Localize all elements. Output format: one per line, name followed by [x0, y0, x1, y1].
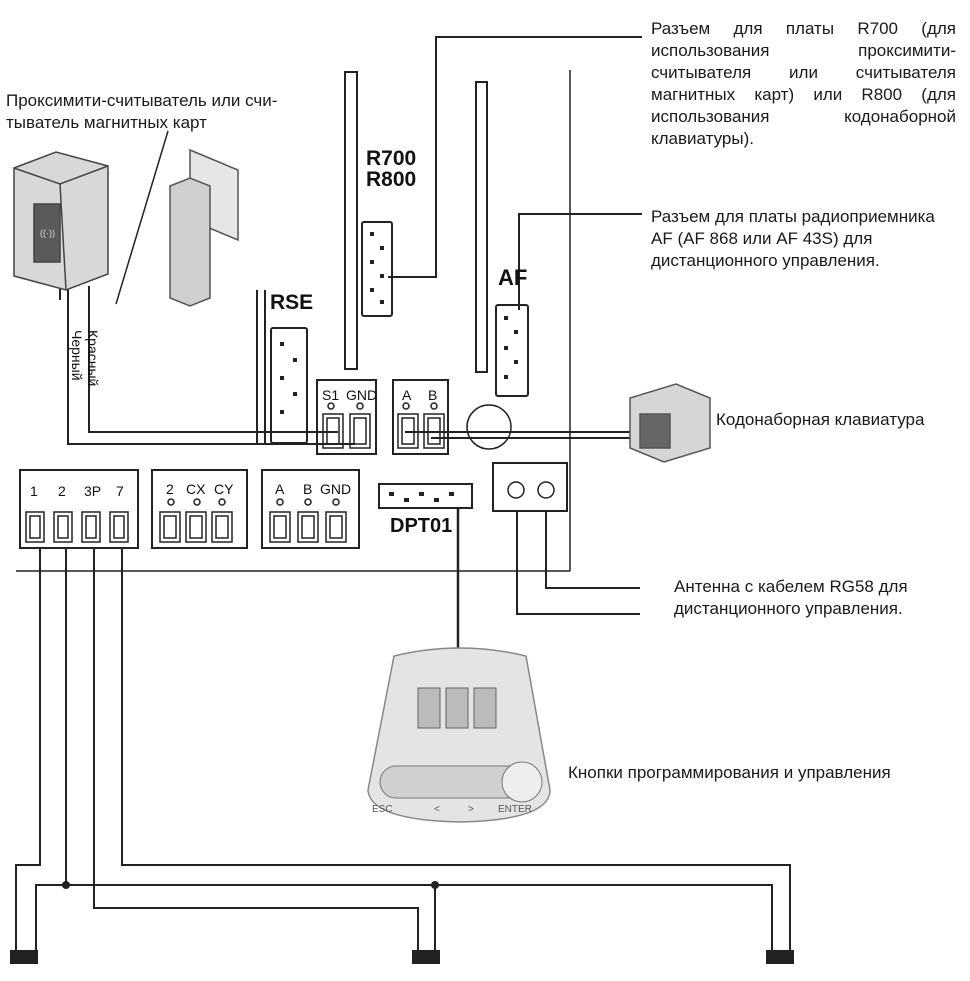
callout-line: Антенна с кабелем RG58 для: [674, 577, 908, 596]
callout-line: тыватель магнитных карт: [6, 113, 207, 132]
callout-line: считывателя или считывателя: [651, 63, 956, 82]
svg-text:((·)): ((·)): [40, 228, 55, 238]
af-connector-callout: Разъем для платы радиоприемника AF (AF 8…: [651, 206, 935, 272]
terminal-label: CX: [186, 481, 206, 497]
terminal-label: 2: [58, 483, 66, 499]
terminal-label: 1: [30, 483, 38, 499]
terminal-label: B: [428, 387, 437, 403]
callout-line: Проксимити-считыватель или счи-: [6, 91, 278, 110]
terminal-label: S1: [322, 387, 339, 403]
display-button-label: >: [468, 804, 474, 815]
callout-line: клавиатуры).: [651, 129, 754, 148]
display-button-label: <: [434, 804, 440, 815]
terminal-label: CY: [214, 481, 234, 497]
connector-label-af: AF: [498, 265, 527, 290]
connector-label-r700: R700: [366, 147, 416, 170]
connector-label-dpt: DPT01: [390, 515, 452, 537]
callout-line: Разъем для платы R700 (для: [651, 19, 956, 38]
terminal-label: A: [402, 387, 412, 403]
r700-connector-callout: Разъем для платы R700 (для использования…: [651, 18, 956, 150]
terminal-label: A: [275, 481, 285, 497]
wire-label-red: Красный: [85, 330, 101, 386]
antenna-callout: Антенна с кабелем RG58 для дистанционног…: [674, 576, 908, 620]
connector-label-rse: RSE: [270, 291, 313, 314]
callout-line: магнитных карт) или R800 (для: [651, 85, 956, 104]
wire-label-black: Черный: [69, 330, 85, 381]
callout-line: дистанционного управления.: [674, 599, 903, 618]
terminal-label: 2: [166, 481, 174, 497]
callout-line: Разъем для платы радиоприемника: [651, 207, 935, 226]
display-unit-icon: ESC < > ENTER: [367, 647, 551, 823]
keypad-callout: Кодонаборная клавиатура: [716, 410, 925, 429]
terminal-label: B: [303, 481, 312, 497]
keypad-icon: [629, 383, 711, 463]
buttons-callout: Кнопки программирования и управления: [568, 763, 891, 782]
proximity-reader-icon: ((·)): [13, 151, 109, 291]
card-reader-icon: [169, 148, 239, 307]
device-symbol-icon: [10, 950, 794, 964]
callout-line: использования проксимити-: [651, 41, 956, 60]
callout-line: AF (AF 868 или AF 43S) для: [651, 229, 873, 248]
terminal-label: GND: [320, 481, 351, 497]
terminal-label: GND: [346, 387, 377, 403]
reader-callout: Проксимити-считыватель или счи- тыватель…: [6, 90, 277, 134]
callout-line: использования кодонаборной: [651, 107, 956, 126]
display-button-label: ESC: [372, 804, 393, 815]
terminal-label: 3P: [84, 483, 101, 499]
connector-label-r800: R800: [366, 168, 416, 191]
callout-line: дистанционного управления.: [651, 251, 880, 270]
terminal-label: 7: [116, 483, 124, 499]
display-button-label: ENTER: [498, 804, 532, 815]
